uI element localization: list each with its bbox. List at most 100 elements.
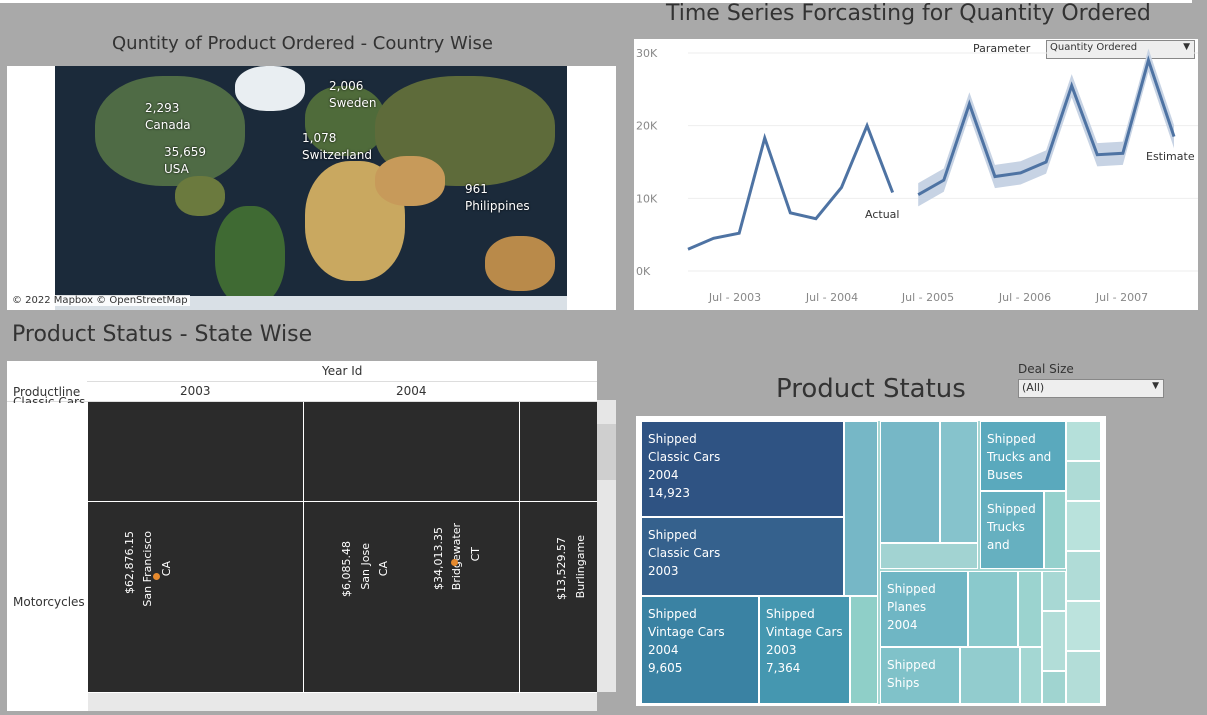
- tm-cell-status: Shipped: [887, 658, 936, 672]
- tm-motor-a[interactable]: [880, 421, 940, 543]
- tm-small-6[interactable]: [1066, 651, 1101, 704]
- tm-ships-c[interactable]: [1020, 647, 1042, 704]
- deal-size-label: Deal Size: [1018, 362, 1074, 376]
- tm-ships[interactable]: Shipped Ships: [880, 647, 960, 704]
- sj-state: CA: [377, 561, 390, 576]
- grid-right-scroll[interactable]: [597, 400, 616, 692]
- y-tick-label: 10K: [636, 192, 658, 205]
- tm-planes-other[interactable]: [1018, 571, 1042, 647]
- tm-cell-status: Shipped: [987, 432, 1036, 446]
- parameter-value: Quantity Ordered: [1050, 42, 1138, 53]
- tm-misc-b[interactable]: [1042, 611, 1066, 671]
- sf-dot[interactable]: [153, 573, 160, 580]
- tm-cell-value: 7,364: [766, 661, 801, 675]
- tm-small-1[interactable]: [1066, 421, 1101, 461]
- forecast-title: Time Series Forcasting for Quantity Orde…: [666, 1, 1151, 26]
- header-divider-2: [7, 401, 597, 402]
- south-america-land: [215, 206, 285, 306]
- philippines-name: Philippines: [465, 199, 530, 213]
- tm-planes-2003[interactable]: [968, 571, 1018, 647]
- canada-name: Canada: [145, 118, 191, 132]
- x-tick-label: Jul - 2006: [998, 291, 1051, 304]
- tm-trucks-and[interactable]: Shipped Trucks and: [980, 491, 1044, 569]
- tm-classic-other[interactable]: [844, 421, 878, 596]
- bw-state-text: CT: [469, 547, 482, 562]
- bw-dot[interactable]: [451, 559, 458, 566]
- tm-trucks-other[interactable]: [1044, 491, 1066, 569]
- actual-line[interactable]: [687, 121, 895, 251]
- state-title: Product Status - State Wise: [12, 322, 313, 347]
- tm-planes-2004[interactable]: Shipped Planes 2004: [880, 571, 968, 647]
- tm-misc-a[interactable]: [1042, 571, 1066, 611]
- actual-label: Actual: [865, 208, 899, 221]
- estimate-band: [918, 48, 1174, 207]
- map-cell-moto-2003[interactable]: [88, 502, 303, 692]
- tm-small-3[interactable]: [1066, 501, 1101, 551]
- tm-cell-status: Shipped: [987, 502, 1036, 516]
- grid-scroll-thumb[interactable]: [597, 424, 616, 480]
- tm-cell-line: Trucks and Buses: [987, 450, 1052, 482]
- map-panel: 2,293 Canada 35,659 USA 2,006 Sweden 1,0…: [7, 66, 616, 310]
- world-map[interactable]: [55, 66, 567, 310]
- tm-cell-line: Trucks and: [987, 520, 1025, 552]
- tm-cell-status: Shipped: [766, 607, 815, 621]
- map-cell-classic-2005[interactable]: [520, 402, 597, 501]
- tm-small-5[interactable]: [1066, 601, 1101, 651]
- tm-misc-c[interactable]: [1042, 671, 1066, 704]
- horizontal-scrollbar[interactable]: [88, 693, 597, 711]
- deal-size-select[interactable]: (All) ▼: [1018, 379, 1164, 398]
- tm-cell-year: 2003: [766, 643, 797, 657]
- tm-cell-line: Planes: [887, 600, 927, 614]
- tm-motor-c[interactable]: [880, 543, 978, 569]
- sj-city-text: San Jose: [359, 543, 372, 590]
- map-marker-canada[interactable]: 2,293 Canada: [145, 100, 191, 134]
- bw-city-text: Bridgewater: [450, 523, 463, 591]
- tm-cell-value: 14,923: [648, 486, 690, 500]
- year-id-header: Year Id: [322, 364, 363, 378]
- map-marker-sweden[interactable]: 2,006 Sweden: [329, 78, 376, 112]
- estimate-line[interactable]: [917, 55, 1176, 197]
- treemap-panel: Shipped Classic Cars 2004 14,923 Shipped…: [636, 416, 1106, 706]
- state-panel: Year Id Productline 2003 2004 Classic Ca…: [7, 361, 597, 711]
- tm-vintage-other[interactable]: [850, 596, 878, 704]
- tm-classic-2003[interactable]: Shipped Classic Cars 2003: [641, 517, 844, 596]
- tm-trucks-buses[interactable]: Shipped Trucks and Buses: [980, 421, 1066, 491]
- sf-city: San Francisco: [141, 531, 154, 607]
- treemap: Shipped Classic Cars 2004 14,923 Shipped…: [641, 421, 1101, 704]
- sf-label: $62,876.15: [123, 531, 136, 594]
- dropdown-arrow-icon: ▼: [1183, 42, 1190, 52]
- tm-ships-b[interactable]: [960, 647, 1020, 704]
- map-marker-switzerland[interactable]: 1,078 Switzerland: [302, 130, 372, 164]
- tm-small-4[interactable]: [1066, 551, 1101, 601]
- header-divider: [87, 381, 597, 382]
- tm-cell-line: Ships: [887, 676, 920, 690]
- x-tick-label: Jul - 2005: [901, 291, 954, 304]
- tm-vintage-2003[interactable]: Shipped Vintage Cars 2003 7,364: [759, 596, 850, 704]
- deal-size-value: (All): [1022, 381, 1045, 394]
- sf-state: CA: [160, 561, 173, 576]
- tm-small-2[interactable]: [1066, 461, 1101, 501]
- map-marker-usa[interactable]: 35,659 USA: [164, 144, 206, 178]
- map-cell-moto-2004[interactable]: [304, 502, 519, 692]
- sf-city-text: San Francisco: [141, 531, 154, 607]
- map-cell-classic-2003[interactable]: [88, 402, 303, 501]
- year-2003-header: 2003: [180, 384, 211, 398]
- tm-motor-b[interactable]: [940, 421, 978, 543]
- map-attribution[interactable]: © 2022 Mapbox © OpenStreetMap: [10, 295, 190, 306]
- sweden-value: 2,006: [329, 79, 364, 93]
- bg-amount: $13,529.57: [555, 537, 568, 600]
- tm-classic-2004[interactable]: Shipped Classic Cars 2004 14,923: [641, 421, 844, 517]
- map-marker-philippines[interactable]: 961 Philippines: [465, 181, 530, 215]
- bw-state: CT: [469, 547, 482, 561]
- bw-city: Bridgewater: [450, 523, 463, 590]
- map-cell-classic-2004[interactable]: [304, 402, 519, 501]
- map-cell-moto-2005[interactable]: [520, 502, 597, 692]
- parameter-select[interactable]: Quantity Ordered ▼: [1046, 40, 1195, 59]
- tm-vintage-2004[interactable]: Shipped Vintage Cars 2004 9,605: [641, 596, 759, 704]
- tm-cell-line: Vintage Cars: [648, 625, 725, 639]
- usa-name: USA: [164, 162, 189, 176]
- tm-cell-year: 2004: [648, 468, 679, 482]
- parameter-label: Parameter: [973, 42, 1031, 55]
- tm-cell-status: Shipped: [648, 528, 697, 542]
